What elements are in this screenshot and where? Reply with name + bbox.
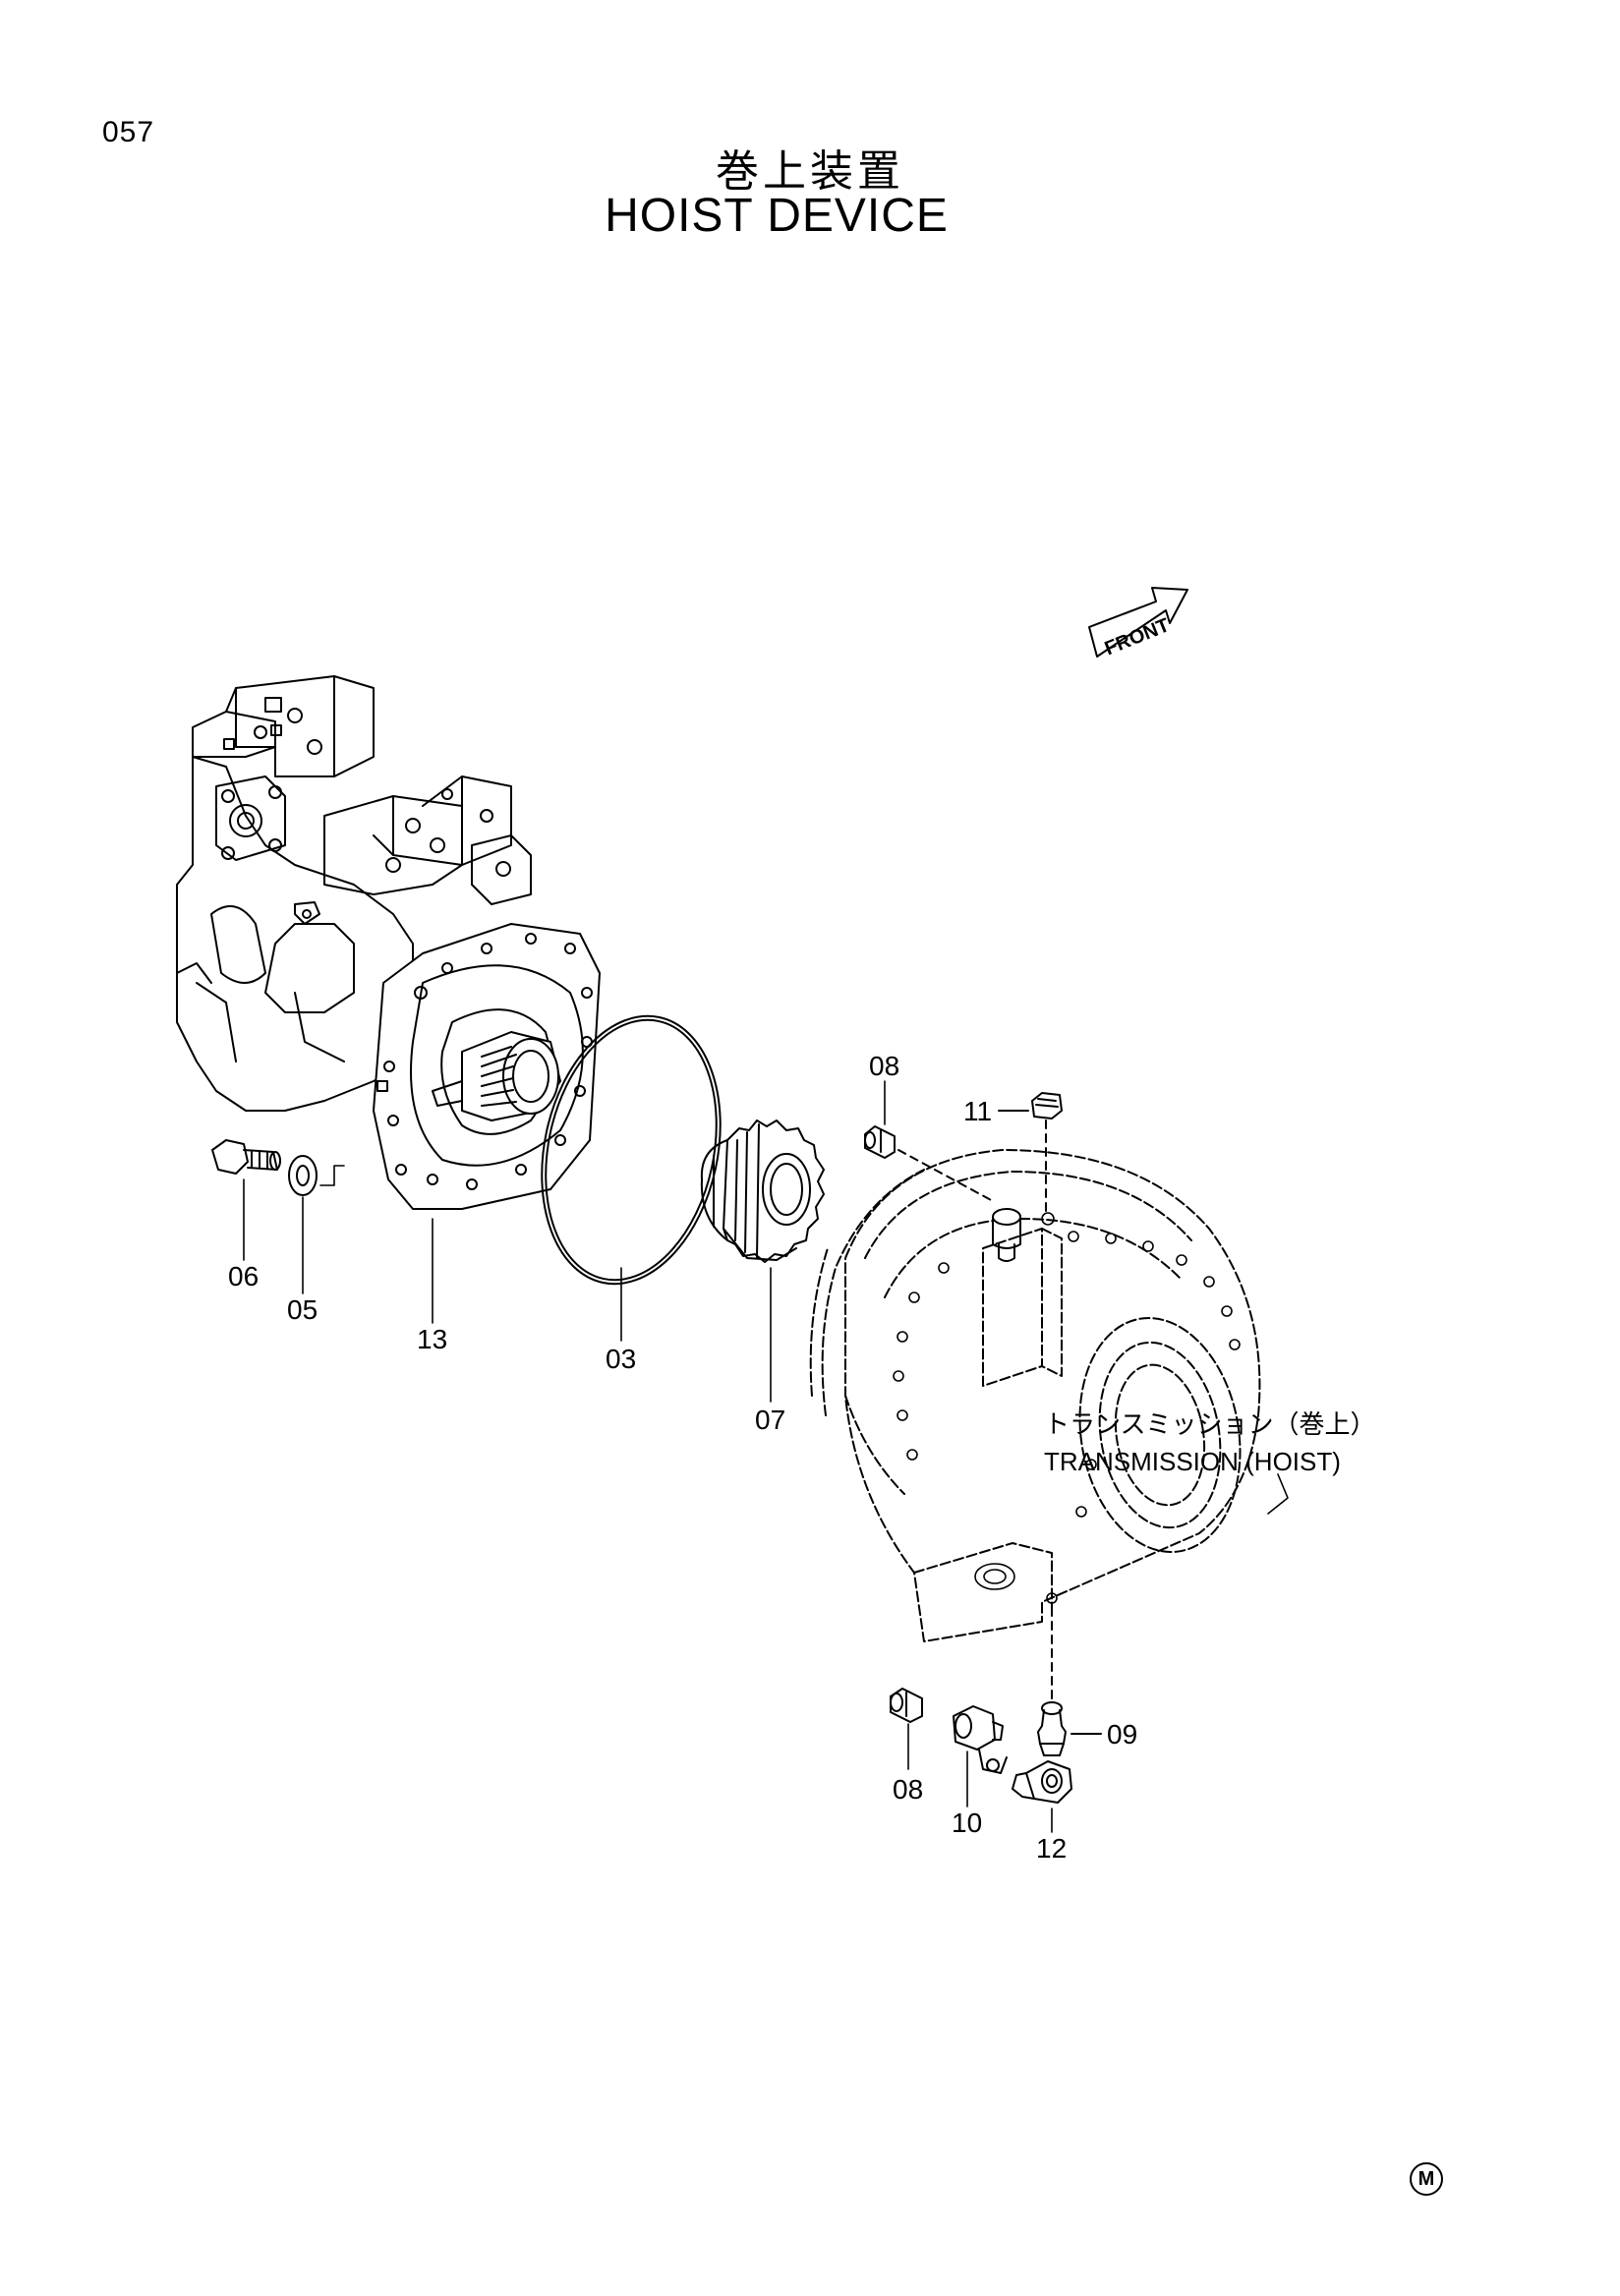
- transmission-housing: [809, 1149, 1261, 1642]
- label-05: 05: [287, 1294, 318, 1325]
- page-title: HOIST DEVICE: [605, 190, 949, 242]
- part-labels: 06 05 13 03 07 08 11 09 08 10 12: [228, 1051, 1137, 1864]
- page-title-japanese: 巻上装置: [716, 146, 904, 197]
- cap-11: [1031, 1092, 1063, 1119]
- label-13: 13: [417, 1324, 447, 1354]
- o-ring-03-inner: [545, 1018, 718, 1282]
- union-12: [1012, 1760, 1072, 1804]
- label-08-top: 08: [869, 1051, 899, 1081]
- gear-07: [700, 1119, 825, 1263]
- label-09: 09: [1107, 1719, 1137, 1750]
- washer-05: [288, 1155, 318, 1196]
- label-03: 03: [606, 1344, 636, 1374]
- bolt-06: [211, 1139, 281, 1175]
- o-ring-03: [541, 1014, 722, 1286]
- adapter-09: [1037, 1701, 1067, 1756]
- m-mark-icon: M: [1410, 2162, 1443, 2196]
- label-06: 06: [228, 1261, 259, 1292]
- pump-assembly: [176, 675, 601, 1210]
- elbow-10: [953, 1705, 1008, 1774]
- label-08-bottom: 08: [893, 1774, 923, 1805]
- breather-top: [992, 1208, 1021, 1262]
- label-10: 10: [952, 1808, 982, 1838]
- transmission-note: トランスミッション（巻上） TRANSMISSION (HOIST): [1044, 1406, 1375, 1480]
- front-arrow-icon: FRONT: [1088, 587, 1188, 660]
- label-07: 07: [755, 1405, 785, 1435]
- transmission-bolt-holes: [893, 1212, 1241, 1604]
- transmission-note-japanese: トランスミッション（巻上）: [1044, 1409, 1376, 1439]
- label-12: 12: [1036, 1833, 1067, 1864]
- leader-lines: [243, 1080, 1289, 1833]
- plug-08-bottom: [890, 1688, 923, 1723]
- label-11: 11: [963, 1096, 992, 1126]
- transmission-note-english: TRANSMISSION (HOIST): [1044, 1447, 1341, 1476]
- plug-08-top: [864, 1125, 896, 1159]
- page-number: 057: [102, 116, 155, 148]
